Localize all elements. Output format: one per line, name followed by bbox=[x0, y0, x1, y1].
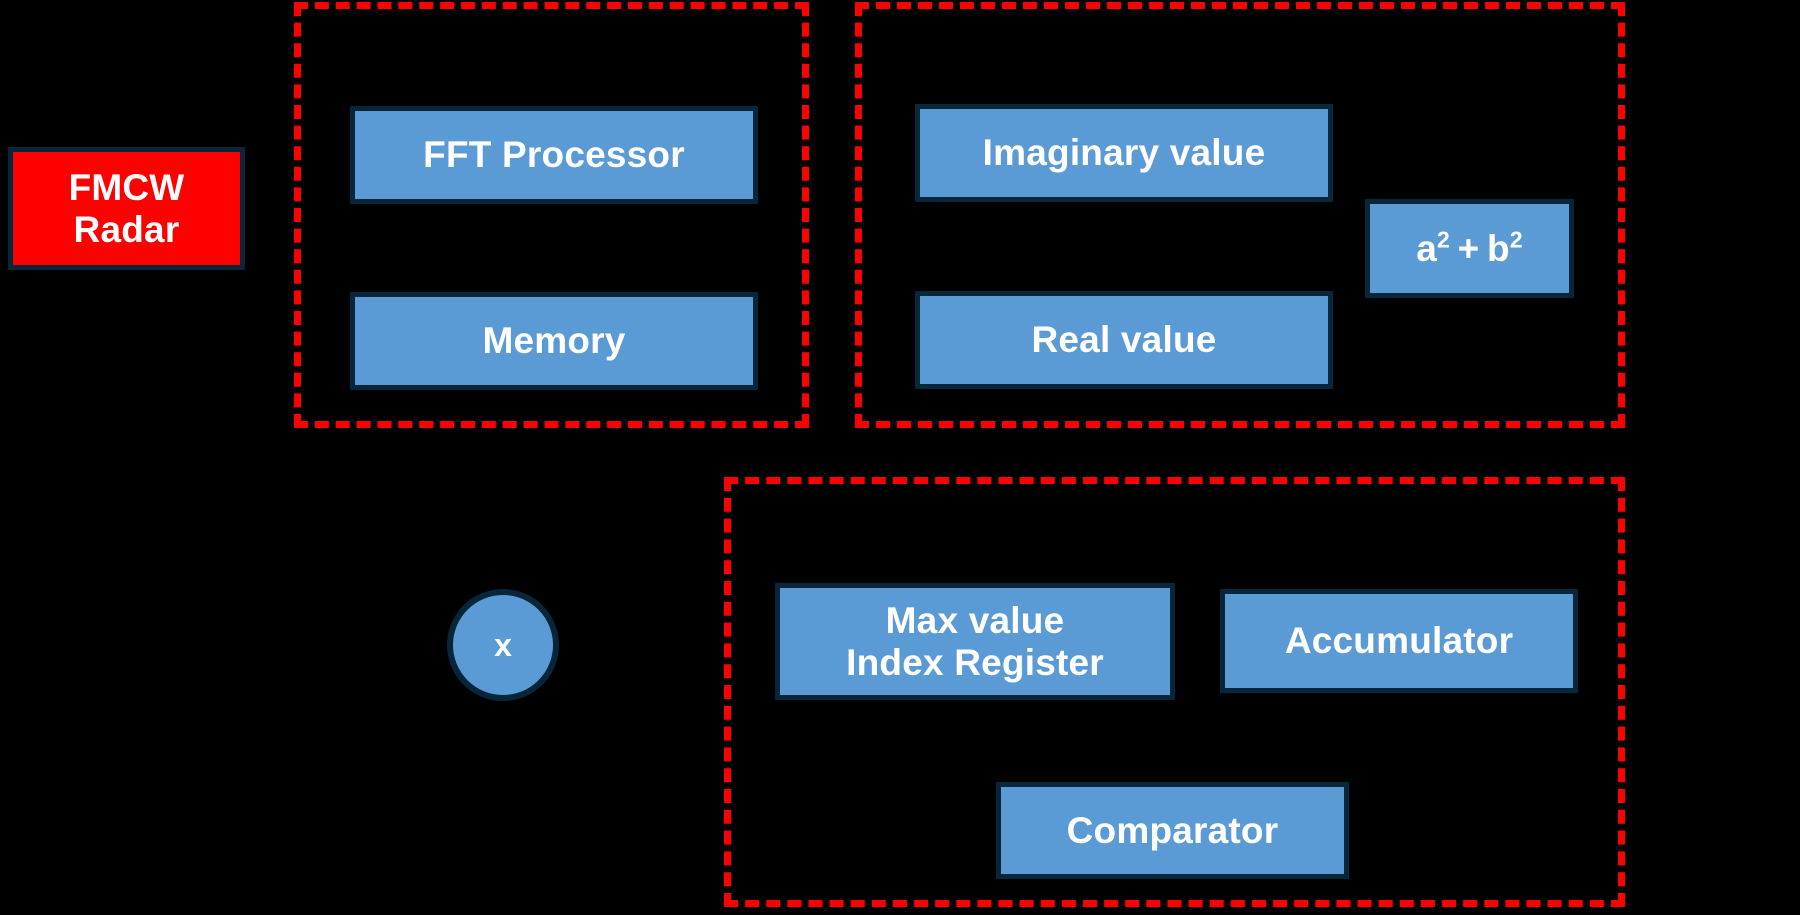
block-fft-processor[interactable]: FFT Processor bbox=[350, 106, 758, 204]
group-fft-region bbox=[294, 2, 809, 428]
block-fmcw-radar[interactable]: FMCW Radar bbox=[8, 147, 245, 270]
sum-of-squares-expression: a2 + b2 bbox=[1416, 228, 1523, 269]
block-real-value[interactable]: Real value bbox=[915, 291, 1333, 389]
block-comparator[interactable]: Comparator bbox=[996, 782, 1349, 879]
group-peak-search-region bbox=[724, 477, 1625, 907]
sum-of-squares-base-b: b bbox=[1487, 227, 1510, 269]
block-imaginary-value[interactable]: Imaginary value bbox=[915, 104, 1333, 202]
sum-of-squares-exponent-b: 2 bbox=[1509, 226, 1523, 253]
block-max-value-index-register[interactable]: Max value Index Register bbox=[775, 583, 1175, 700]
block-multiplier[interactable]: x bbox=[447, 589, 559, 701]
sum-of-squares-exponent-a: 2 bbox=[1437, 226, 1450, 253]
block-sum-of-squares[interactable]: a2 + b2 bbox=[1365, 199, 1574, 298]
block-memory[interactable]: Memory bbox=[350, 292, 758, 390]
sum-of-squares-operator: + bbox=[1457, 227, 1480, 269]
block-accumulator[interactable]: Accumulator bbox=[1220, 589, 1578, 693]
group-magnitude-region bbox=[855, 2, 1625, 428]
sum-of-squares-base-a: a bbox=[1416, 227, 1437, 269]
